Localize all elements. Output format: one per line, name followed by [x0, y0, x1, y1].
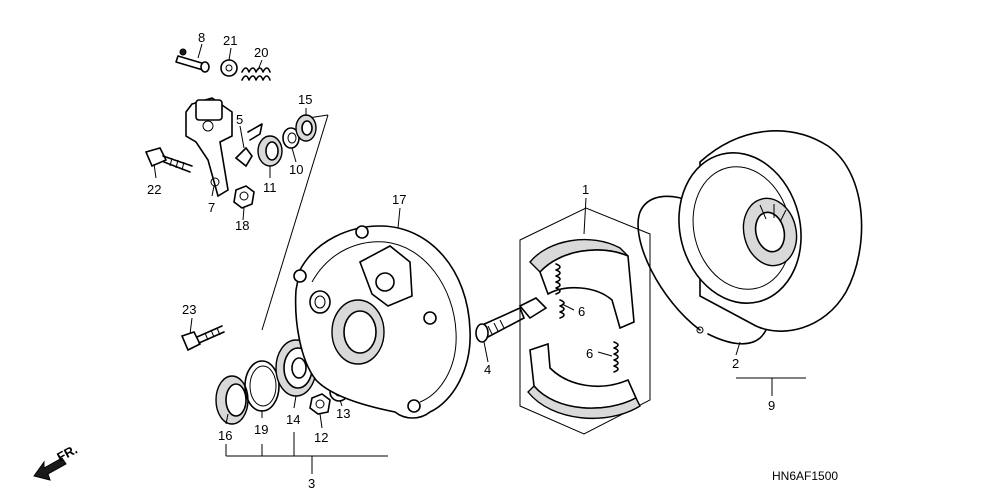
label-part-3: 3	[308, 476, 315, 491]
part-19-snap-ring	[244, 360, 280, 412]
label-part-5: 5	[236, 112, 243, 127]
brake-drum	[678, 130, 863, 332]
label-part-10: 10	[289, 162, 303, 177]
part-4-cam	[475, 297, 548, 343]
label-part-16: 16	[218, 428, 232, 443]
label-part-7: 7	[208, 200, 215, 215]
part-6-spring-lower	[613, 341, 619, 373]
part-17-brake-panel	[293, 225, 471, 419]
part-22-bolt	[144, 147, 193, 173]
label-part-2: 2	[732, 356, 739, 371]
diagram-code: HN6AF1500	[772, 469, 838, 483]
label-part-1: 1	[582, 182, 589, 197]
label-part-8: 8	[198, 30, 205, 45]
label-part-20: 20	[254, 45, 268, 60]
part-23-bolt	[180, 325, 225, 352]
part-8-pin	[175, 48, 210, 73]
label-part-11: 11	[263, 180, 277, 195]
part-11-seal	[257, 135, 283, 167]
leader-lines	[153, 43, 806, 474]
label-part-22: 22	[147, 182, 161, 197]
label-part-15: 15	[298, 92, 312, 107]
part-1-upper-brake-shoe	[529, 238, 635, 330]
part-1-lower-brake-shoe	[527, 342, 641, 420]
label-part-23: 23	[182, 302, 196, 317]
part-18-nut	[233, 185, 255, 209]
part-6-spring-upper	[555, 263, 565, 319]
label-part-4: 4	[484, 362, 491, 377]
label-part-21: 21	[223, 33, 237, 48]
part-labels: 8 21 20 5 15 22 7 11 10 18 17 1 6 6 4 2 …	[147, 30, 838, 491]
label-part-9: 9	[768, 398, 775, 413]
part-5-indicator-plate	[234, 123, 263, 168]
label-part-6-lower: 6	[586, 346, 593, 361]
part-12-bolt	[309, 393, 331, 415]
label-part-19: 19	[254, 422, 268, 437]
front-direction-marker: FR.	[33, 442, 80, 481]
label-part-17: 17	[392, 192, 406, 207]
part-15-seal	[295, 114, 317, 142]
label-part-12: 12	[314, 430, 328, 445]
front-arrow-icon	[33, 457, 67, 481]
label-part-6-upper: 6	[578, 304, 585, 319]
part-16-oil-seal	[215, 375, 249, 425]
label-part-14: 14	[286, 412, 300, 427]
label-part-18: 18	[235, 218, 249, 233]
part-7-brake-arm	[185, 97, 233, 198]
part-21-collar	[220, 59, 238, 77]
label-part-13: 13	[336, 406, 350, 421]
shoe-set-box	[519, 207, 651, 435]
part-20-spring	[241, 67, 271, 81]
